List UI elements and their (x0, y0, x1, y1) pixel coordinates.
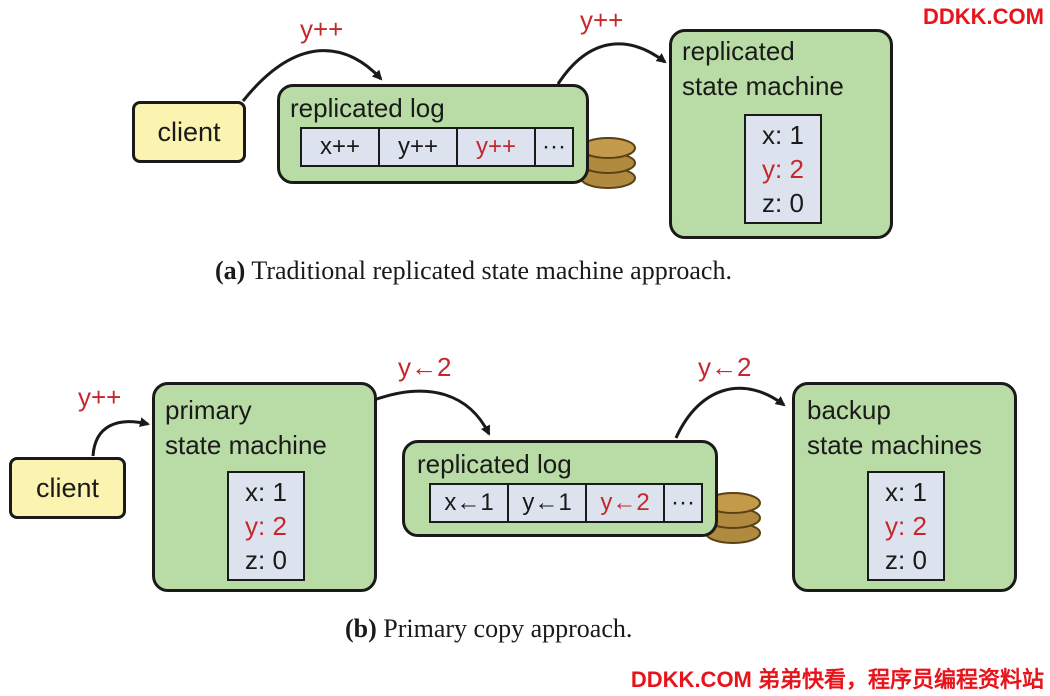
log-entry: x←1 (431, 485, 509, 521)
replicated-log-box-a: replicated log x++ y++ y++ ··· (277, 84, 589, 184)
state-z: z: 0 (885, 545, 927, 575)
caption-text: Primary copy approach. (376, 614, 633, 643)
primary-state-machine-box-b: primary state machine x: 1 y: 2 z: 0 (152, 382, 377, 592)
op-label-primary-b: y←2 (398, 352, 452, 382)
log-entries: x++ y++ y++ ··· (300, 127, 574, 167)
op-label-log-b: y←2 (698, 352, 752, 382)
arrow-primary-to-log-b (373, 389, 491, 436)
replicated-log-label: replicated log (290, 93, 445, 123)
state-x: x: 1 (762, 120, 804, 150)
log-entry-more: ··· (671, 489, 695, 516)
client-box-a: client (132, 101, 246, 163)
client-label: client (35, 472, 100, 503)
client-label: client (157, 116, 221, 147)
caption-tag: (b) (345, 614, 377, 643)
arrow-log-to-sm-a (556, 42, 667, 85)
state-table: x: 1 y: 2 z: 0 (744, 114, 822, 224)
state-x: x: 1 (245, 477, 287, 507)
op-label-client-a: y++ (300, 14, 344, 44)
watermark-bottom: DDKK.COM 弟弟快看，程序员编程资料站 (630, 667, 1044, 692)
caption-text: Traditional replicated state machine app… (245, 256, 732, 285)
state-x: x: 1 (885, 477, 927, 507)
arrow-client-to-log-a (241, 49, 383, 102)
backup-label-line1: backup (807, 395, 891, 425)
log-entry: x++ (302, 129, 380, 165)
log-entry-new: y++ (458, 129, 536, 165)
primary-label-line2: state machine (165, 430, 327, 460)
state-table: x: 1 y: 2 z: 0 (867, 471, 945, 581)
log-entry: y←1 (509, 485, 587, 521)
state-table: x: 1 y: 2 z: 0 (227, 471, 305, 581)
backup-state-machines-box-b: backup state machines x: 1 y: 2 z: 0 (792, 382, 1017, 592)
arrow-log-to-backup-b (674, 386, 786, 439)
state-z: z: 0 (762, 188, 804, 218)
op-label-log-a: y++ (580, 5, 624, 35)
replicated-state-machine-box-a: replicated state machine x: 1 y: 2 z: 0 (669, 29, 893, 239)
primary-label-line1: primary (165, 395, 252, 425)
state-y: y: 2 (245, 511, 287, 541)
log-entries: x←1 y←1 y←2 ··· (429, 483, 703, 523)
log-entry-more: ··· (542, 133, 566, 160)
replicated-log-box-b: replicated log x←1 y←1 y←2 ··· (402, 440, 718, 537)
op-label-client-b: y++ (78, 382, 122, 412)
caption-tag: (a) (215, 256, 246, 285)
backup-label-line2: state machines (807, 430, 982, 460)
client-box-b: client (9, 457, 126, 519)
state-machine-label-line2: state machine (682, 71, 844, 101)
log-entry-new: y←2 (587, 485, 665, 521)
replicated-log-label: replicated log (417, 449, 572, 479)
state-z: z: 0 (245, 545, 287, 575)
log-entry: y++ (380, 129, 458, 165)
state-y: y: 2 (762, 154, 804, 184)
state-machine-label-line1: replicated (682, 36, 795, 66)
watermark-top: DDKK.COM (923, 4, 1044, 29)
caption-a: (a) Traditional replicated state machine… (215, 256, 732, 286)
arrow-client-to-primary-b (91, 417, 150, 457)
disk-stack-icon (580, 137, 636, 189)
caption-b: (b) Primary copy approach. (345, 614, 632, 644)
state-y: y: 2 (885, 511, 927, 541)
